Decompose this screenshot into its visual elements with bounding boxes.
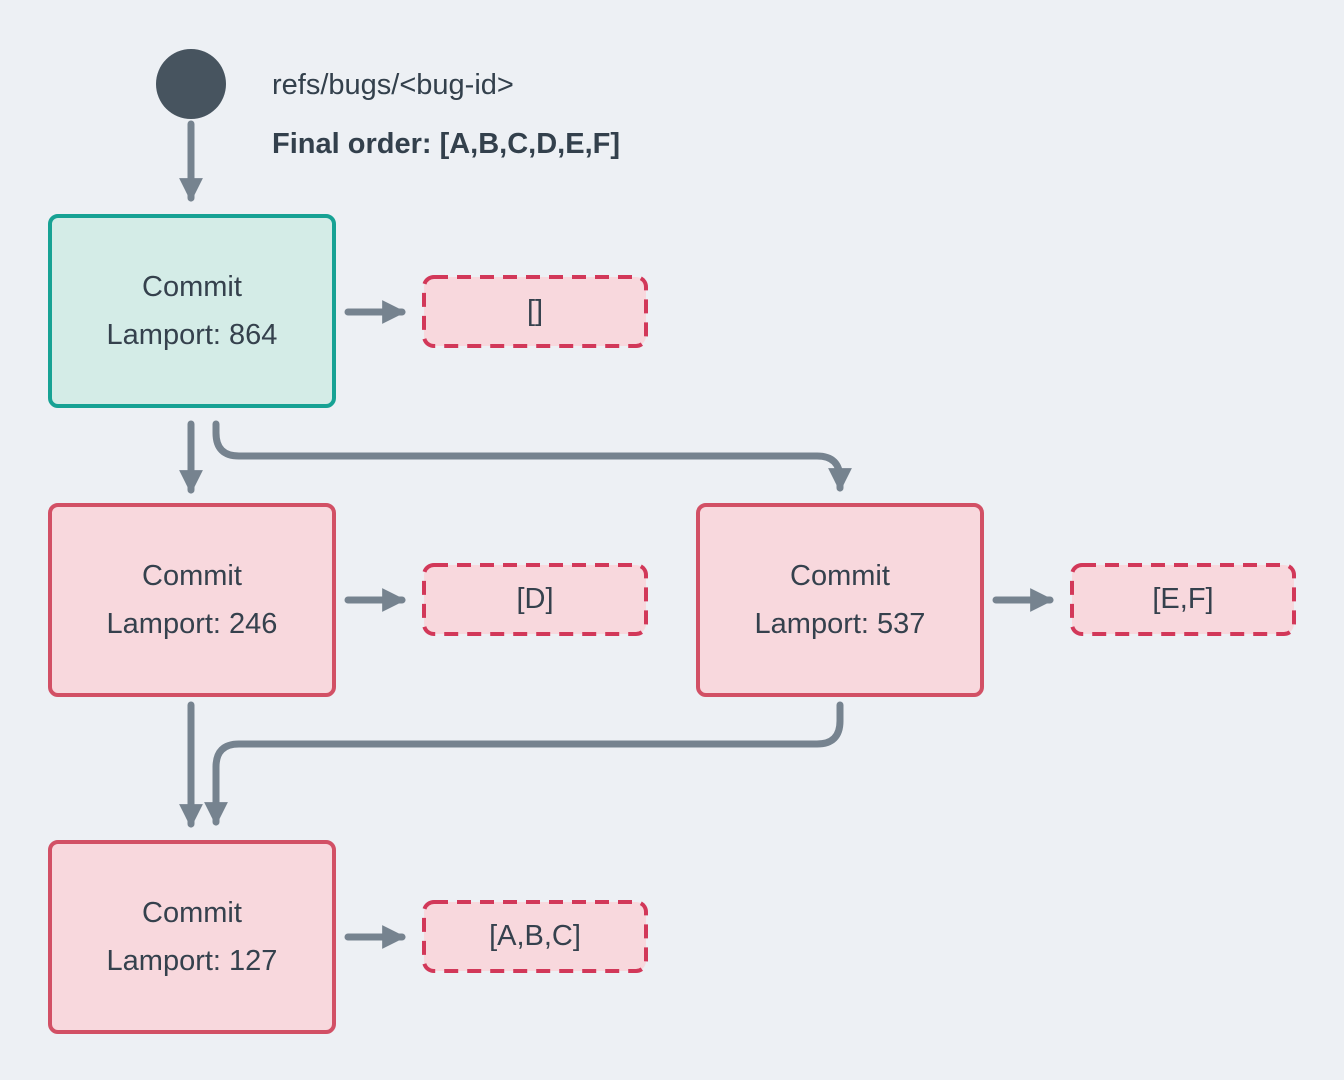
dashed-border — [422, 900, 648, 973]
branch-ref-node — [156, 49, 226, 119]
operations-label: [D] — [516, 583, 554, 615]
commit-title: Commit — [142, 897, 242, 929]
commit-node-127: Commit Lamport: 127 — [48, 840, 336, 1034]
arrow-commit-537-to-commit-127 — [204, 701, 844, 826]
dashed-border — [1070, 563, 1296, 636]
dashed-border — [422, 275, 648, 348]
operations-box-127: [A,B,C] — [422, 900, 648, 973]
operations-box-246: [D] — [422, 563, 648, 636]
operations-box-537: [E,F] — [1070, 563, 1296, 636]
operations-label: [] — [526, 295, 544, 327]
commit-title: Commit — [790, 560, 890, 592]
commit-node-537: Commit Lamport: 537 — [696, 503, 984, 697]
operations-box-864: [] — [422, 275, 648, 348]
commit-lamport: Lamport: 246 — [106, 608, 278, 640]
operations-label: [E,F] — [1152, 583, 1214, 615]
commit-node-246: Commit Lamport: 246 — [48, 503, 336, 697]
commit-title: Commit — [142, 560, 242, 592]
dashed-border — [422, 563, 648, 636]
commit-lamport: Lamport: 127 — [106, 945, 278, 977]
commit-lamport: Lamport: 537 — [754, 608, 926, 640]
commit-lamport: Lamport: 864 — [106, 319, 278, 351]
operations-label: [A,B,C] — [489, 920, 581, 952]
branch-ref-label: refs/bugs/<bug-id> — [272, 69, 514, 101]
final-order-label: Final order: [A,B,C,D,E,F] — [272, 128, 620, 160]
arrow-commit-864-to-commit-537 — [212, 420, 852, 492]
commit-node-864: Commit Lamport: 864 — [48, 214, 336, 408]
commit-title: Commit — [142, 271, 242, 303]
